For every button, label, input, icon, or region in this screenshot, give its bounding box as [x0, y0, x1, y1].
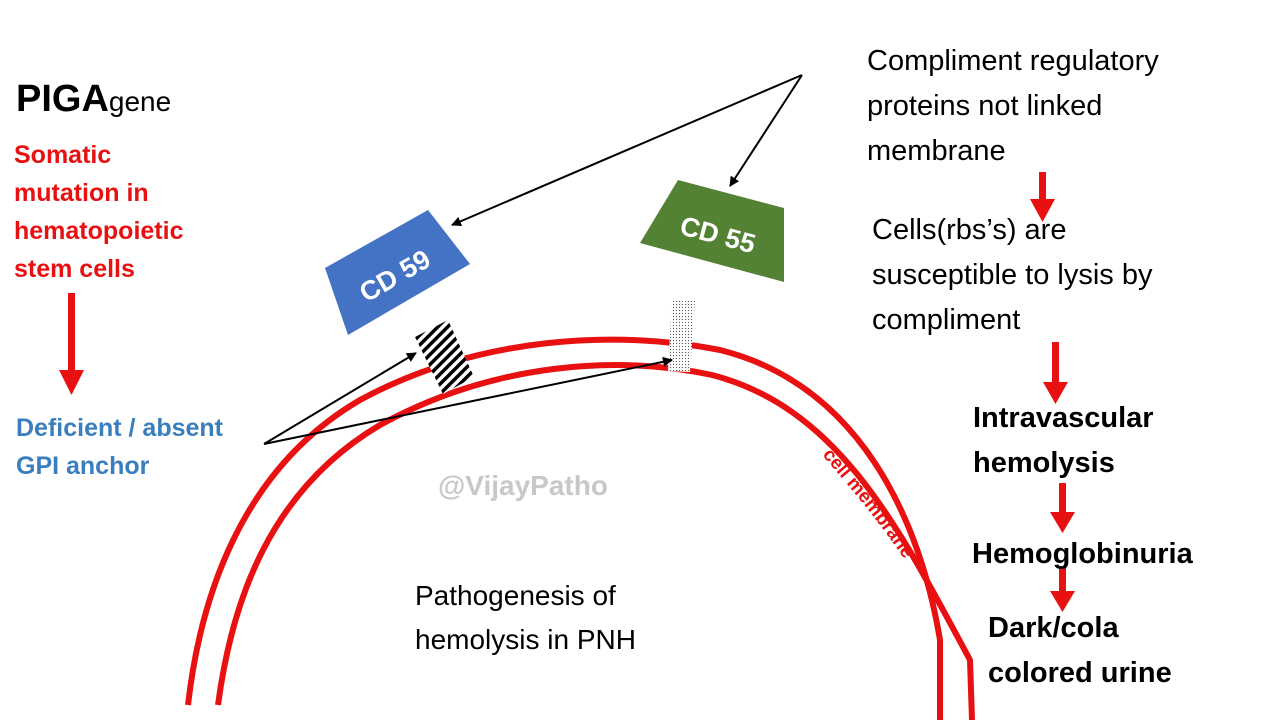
- red-arrow-regulatory-to-cells: [1030, 172, 1055, 222]
- red-arrow-hemoglobinuria-to-urine: [1050, 566, 1075, 612]
- anchor-line-2: GPI anchor: [16, 452, 150, 480]
- gpi-anchor-hatched: [415, 320, 474, 394]
- regulatory-line-1: Compliment regulatory: [867, 45, 1159, 77]
- caption-line-2: hemolysis in PNH: [415, 624, 636, 655]
- dark-urine-text: Dark/cola colored urine: [988, 606, 1172, 696]
- intravascular-hemolysis-text: Intravascular hemolysis: [973, 396, 1154, 486]
- arrow-to-dotted-anchor: [263, 356, 673, 445]
- piga-gene-suffix: gene: [108, 86, 172, 117]
- diagram-caption: Pathogenesis of hemolysis in PNH: [415, 574, 636, 662]
- susceptible-line-2: susceptible to lysis by: [872, 259, 1153, 291]
- gpi-anchor-dotted: [668, 300, 695, 372]
- arrow-to-hatched-anchor: [263, 352, 417, 445]
- red-arrow-cells-to-hemolysis: [1043, 342, 1068, 404]
- membrane-inner-line: [215, 362, 975, 720]
- cell-membrane-label: cell membrane: [818, 445, 917, 563]
- anchor-line-1: Deficient / absent: [16, 414, 223, 442]
- regulatory-line-2: proteins not linked: [867, 90, 1103, 122]
- gpi-anchor-text: Deficient / absent GPI anchor: [16, 409, 223, 485]
- intravascular-line-2: hemolysis: [973, 447, 1115, 479]
- mutation-line-1: Somatic: [14, 141, 112, 169]
- red-arrow-hemolysis-to-hemoglobinuria: [1050, 483, 1075, 533]
- susceptible-line-1: Cells(rbs’s) are: [872, 214, 1067, 246]
- regulatory-line-3: membrane: [867, 135, 1006, 167]
- cd59-protein-shape: [325, 210, 470, 335]
- watermark: @VijayPatho: [438, 470, 608, 501]
- hemoglobinuria-text: Hemoglobinuria: [972, 538, 1193, 570]
- membrane-outer-line: [185, 336, 943, 720]
- urine-line-2: colored urine: [988, 657, 1172, 689]
- red-arrow-mutation-to-anchor: [59, 293, 84, 395]
- cell-membrane-label-path: cell membrane: [818, 445, 917, 563]
- piga-gene-title: PIGAgene: [16, 78, 171, 121]
- mutation-line-3: hematopoietic: [14, 217, 184, 245]
- arrow-to-cd59: [451, 74, 803, 227]
- cd55-protein-shape: [640, 180, 784, 282]
- arrow-to-cd55: [729, 74, 803, 187]
- caption-line-1: Pathogenesis of: [415, 580, 616, 611]
- susceptible-line-3: compliment: [872, 304, 1021, 336]
- regulatory-proteins-text: Compliment regulatory proteins not linke…: [867, 39, 1159, 174]
- piga-gene-name: PIGA: [16, 78, 109, 120]
- mutation-line-2: mutation in: [14, 179, 149, 207]
- intravascular-line-1: Intravascular: [973, 402, 1154, 434]
- urine-line-1: Dark/cola: [988, 612, 1119, 644]
- cells-susceptible-text: Cells(rbs’s) are susceptible to lysis by…: [872, 208, 1152, 343]
- somatic-mutation-text: Somatic mutation in hematopoietic stem c…: [14, 136, 183, 288]
- mutation-line-4: stem cells: [14, 255, 135, 283]
